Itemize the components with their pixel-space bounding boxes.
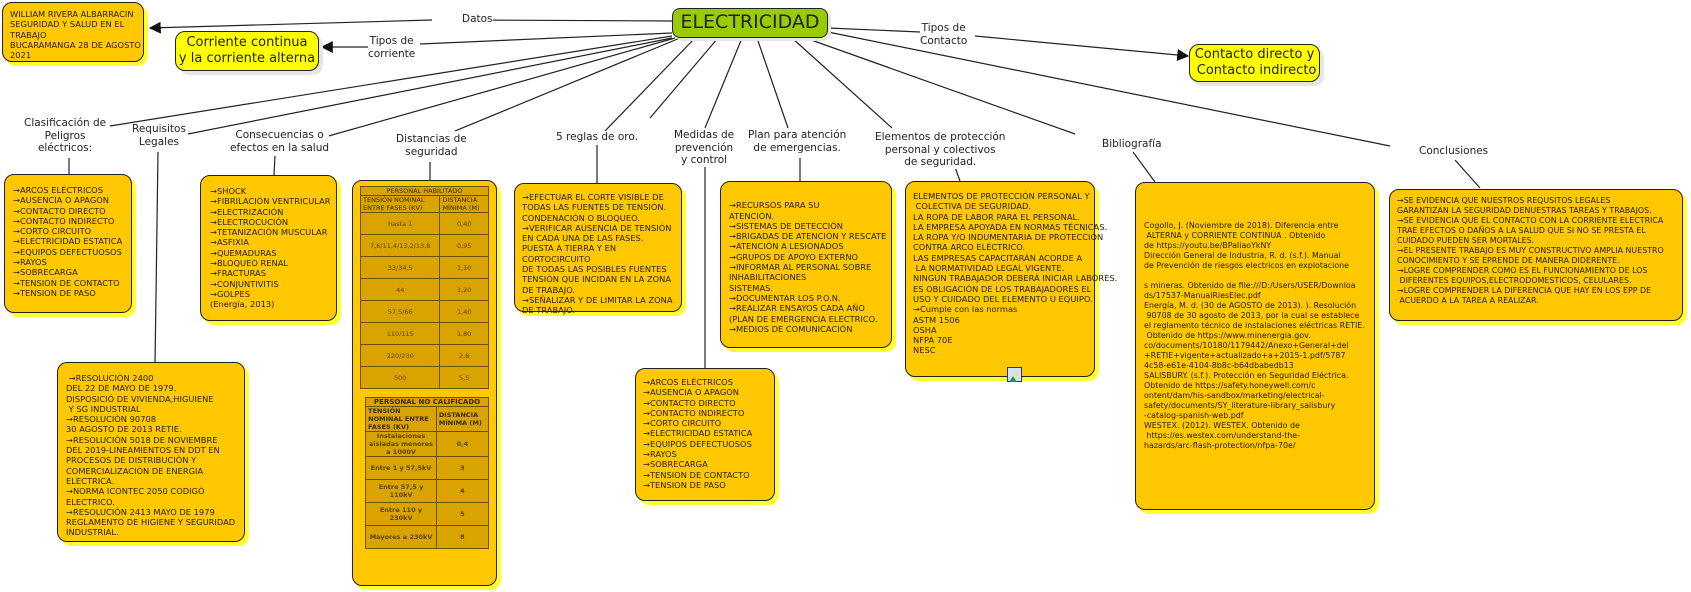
node-distancias[interactable]: PERSONAL HABILITADO TENSIÓN NOMINAL ENTR… [352, 180, 497, 586]
link-line [454, 37, 681, 132]
node-clasificacion[interactable]: →ARCOS ELÉCTRICOS →AUSENCIA O APAGON →CO… [4, 174, 132, 313]
node-elementos[interactable]: ELEMENTOS DE PROTECCIÓN PERSONAL Y COLEC… [905, 181, 1117, 377]
table-cell: 2,8 [439, 344, 489, 367]
table-cell: Mayores a 230kV [365, 525, 437, 549]
table-cell: 0,95 [439, 234, 489, 257]
table-cell: 0,4 [435, 431, 489, 457]
column-header: DISTANCIA MÍNIMA (M) [439, 195, 489, 213]
table-cell: 110/115 [359, 322, 441, 345]
link-label-elementos: Elementos de protección personal y colec… [875, 131, 1006, 169]
node-contacto[interactable]: Contacto directo y Contacto indirecto [1189, 44, 1320, 82]
link-line [756, 37, 789, 129]
node-datos[interactable]: WILLIAM RIVERA ALBARRACIN SEGURIDAD Y SA… [2, 2, 144, 62]
link-label-medidas: Medidas de prevención y control [674, 129, 735, 167]
table-cell: Instalaciones aisladas menores a 1000V [365, 431, 437, 457]
link-line [1132, 151, 1156, 183]
link-line [187, 37, 673, 135]
table-cell: 500 [359, 366, 441, 389]
node-bibliografia[interactable]: Cogollo, J. (Noviembre de 2018). Diferen… [1135, 182, 1375, 510]
node-requisitos[interactable]: →RESOLUCIÒN 2400 DEL 22 DE MAYO DE 1979.… [57, 362, 245, 542]
link-line [649, 37, 719, 119]
node-plan[interactable]: →RECURSOS PARA SU ATENCIÓN. →SISTEMAS DE… [720, 181, 892, 348]
link-line [791, 37, 893, 129]
link-line [974, 35, 1190, 61]
column-header: TENSIÓN NOMINAL ENTRE FASES (KV) [365, 406, 437, 432]
node-corriente[interactable]: Corriente continua y la corriente altern… [175, 31, 319, 71]
link-label-clasificacion: Clasificación de Peligros eléctricos: [24, 117, 107, 155]
link-line [419, 32, 673, 45]
link-label-requisitos: Requisitos Legales [132, 123, 186, 148]
link-line [154, 151, 159, 367]
link-line [273, 155, 276, 176]
table-cell: hasta 1 [359, 212, 441, 235]
link-label-distancias: Distancias de seguridad [396, 133, 467, 158]
table-personal-no-calificado: PERSONAL NO CALIFICADO TENSIÓN NOMINAL E… [365, 397, 489, 549]
link-label-reglas: 5 reglas de oro. [556, 131, 638, 144]
table-cell: Entre 1 y 57,5kV [365, 456, 437, 480]
node-reglas[interactable]: →EFECTUAR EL CORTE VISIBLE DE TODAS LAS … [514, 183, 682, 315]
link-line [704, 37, 743, 129]
link-label-consecuencias: Consecuencias o efectos en la salud [230, 129, 330, 154]
table-cell: 5 [435, 502, 489, 526]
table-cell: 1,20 [439, 278, 489, 301]
node-conclusiones[interactable]: →SE EVIDENCIA QUE NUESTROS REQUSITOS LEG… [1389, 189, 1683, 321]
table-cell: Entre 57,5 y 110kV [365, 479, 437, 503]
link-line [954, 166, 961, 182]
link-line [827, 27, 921, 33]
table-cell: 4 [435, 479, 489, 503]
table-cell: 33/34,5 [359, 256, 441, 279]
table-cell: Entre 110 y 230kV [365, 502, 437, 526]
link-line [109, 35, 673, 127]
link-line [827, 31, 1391, 147]
link-label-tipos-corriente: Tipos de corriente [368, 35, 416, 60]
column-header: DISTANCIA MÍNIMA (M) [435, 406, 489, 432]
table-personal-habilitado: PERSONAL HABILITADO TENSIÓN NOMINAL ENTR… [359, 186, 489, 389]
table-cell: 1,40 [439, 300, 489, 323]
table-title: PERSONAL NO CALIFICADO [365, 397, 489, 407]
table-cell: 220/230 [359, 344, 441, 367]
root-concept-electricidad[interactable]: ELECTRICIDAD [672, 8, 828, 38]
link-line [799, 35, 1076, 135]
node-consecuencias[interactable]: →SHOCK →FIBRILACIÓN VENTRICULAR →ELECTRI… [200, 175, 337, 321]
table-cell: 0,40 [439, 212, 489, 235]
link-line [604, 37, 696, 132]
image-attachment-icon[interactable] [1007, 367, 1022, 382]
table-cell: 1,80 [439, 322, 489, 345]
table-cell: 8 [435, 525, 489, 549]
table-cell: 7,6/11,4/13,2/13,8 [359, 234, 441, 257]
link-label-plan: Plan para atención de emergencias. [748, 129, 847, 154]
link-label-datos: Datos [462, 13, 493, 26]
node-medidas[interactable]: →ARCOS ELÉCTRICOS →AUSENCIA O APAGON →CO… [635, 368, 775, 501]
table-title: PERSONAL HABILITADO [360, 186, 489, 196]
table-cell: 44 [359, 278, 441, 301]
table-cell: 1,10 [439, 256, 489, 279]
table-cell: 57,5/66 [359, 300, 441, 323]
link-line [467, 19, 673, 22]
column-header: TENSIÓN NOMINAL ENTRE FASES (KV) [359, 195, 441, 213]
table-cell: 5,5 [439, 366, 489, 389]
link-label-bibliografia: Bibliografía [1102, 138, 1162, 151]
link-line [1454, 159, 1481, 189]
table-cell: 3 [435, 456, 489, 480]
link-line [324, 37, 676, 138]
link-line [148, 19, 433, 34]
link-label-conclusiones: Conclusiones [1419, 145, 1489, 158]
link-label-tipos-contacto: Tipos de Contacto [920, 22, 968, 47]
